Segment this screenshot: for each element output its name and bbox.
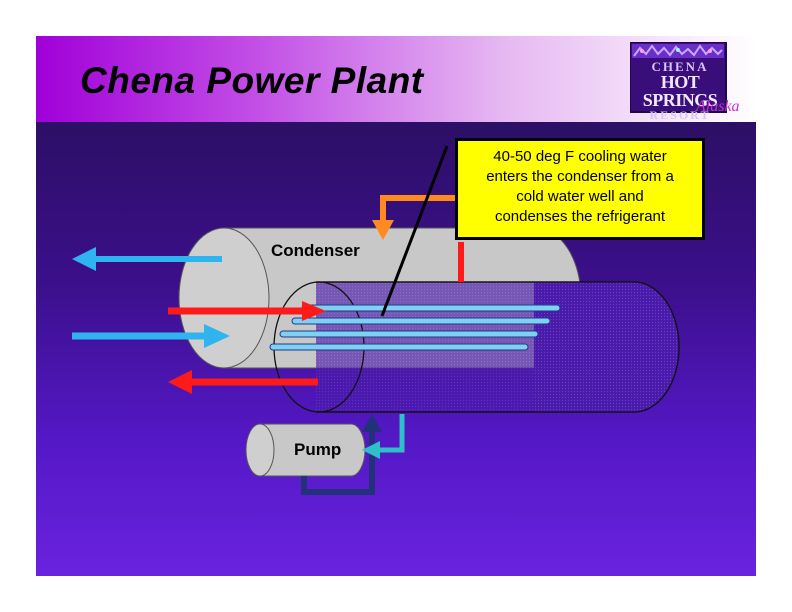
callout-line: 40-50 deg F cooling water [493,148,667,165]
logo-chena: CHENA [651,59,709,74]
pump-label: Pump [294,440,342,459]
logo-hot-springs: HOT SPRINGS [642,72,718,110]
slide-title: Chena Power Plant [80,60,424,101]
callout-line: cold water well and [516,188,644,205]
logo-text: CHENA HOT SPRINGS RESORT [634,60,726,121]
condenser-label: Condenser [271,241,360,260]
pump-supply-line [301,414,382,495]
callout-line: condenses the refrigerant [494,208,666,225]
pump-return-arrow [362,414,405,459]
refrigerant-inlet-arrow [168,301,326,321]
condenser-diagram [72,145,680,495]
callout-pointer [380,145,449,317]
cooling-water-outlet-arrow [72,247,222,271]
pump-body [245,423,366,477]
callout-line: enters the condenser from a [486,168,674,185]
logo-resort: RESORT [649,108,711,122]
warm-water-return-arrow [372,195,456,240]
slide: Chena Power Plant CHENA HOT SPRINGS RESO… [36,36,756,576]
logo-alaska: Alaska [696,98,740,115]
callout-box: 40-50 deg F cooling water enters the con… [455,138,705,240]
refrigerant-outlet-arrow [168,370,318,394]
resort-logo [630,42,727,113]
cooling-water-inlet-arrow [72,324,230,348]
